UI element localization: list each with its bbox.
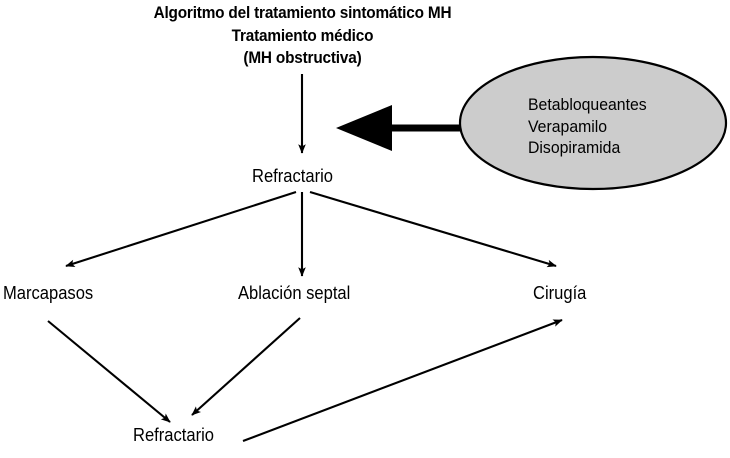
edge-refractario-to-cirugia xyxy=(309,190,557,268)
node-refractario-top: Refractario xyxy=(252,166,333,186)
node-ablacion-septal: Ablación septal xyxy=(238,283,351,303)
node-cirugia: Cirugía xyxy=(533,283,587,303)
medication-line-1: Betabloqueantes xyxy=(528,95,647,114)
medication-line-3: Disopiramida xyxy=(528,138,621,157)
edge-medication-to-refractario xyxy=(336,105,462,151)
edge-ablacion-to-refractario-bottom xyxy=(191,317,301,416)
edge-marcapasos-to-refractario-bottom xyxy=(47,320,171,423)
title-line-1: Algoritmo del tratamiento sintomático MH xyxy=(153,4,452,22)
medication-ellipse xyxy=(458,55,728,191)
title-line-3: (MH obstructiva) xyxy=(243,49,362,67)
edge-refractario-bottom-to-cirugia xyxy=(242,319,563,442)
medication-callout-text: Betabloqueantes Verapamilo Disopiramida xyxy=(528,94,647,159)
medication-line-2: Verapamilo xyxy=(528,116,608,136)
title-line-2: Tratamiento médico xyxy=(231,26,374,45)
diagram-title: Algoritmo del tratamiento sintomático MH… xyxy=(21,2,584,70)
node-marcapasos: Marcapasos xyxy=(3,283,94,303)
edge-refractario-to-marcapasos xyxy=(65,191,297,267)
node-refractario-bottom: Refractario xyxy=(133,425,214,445)
